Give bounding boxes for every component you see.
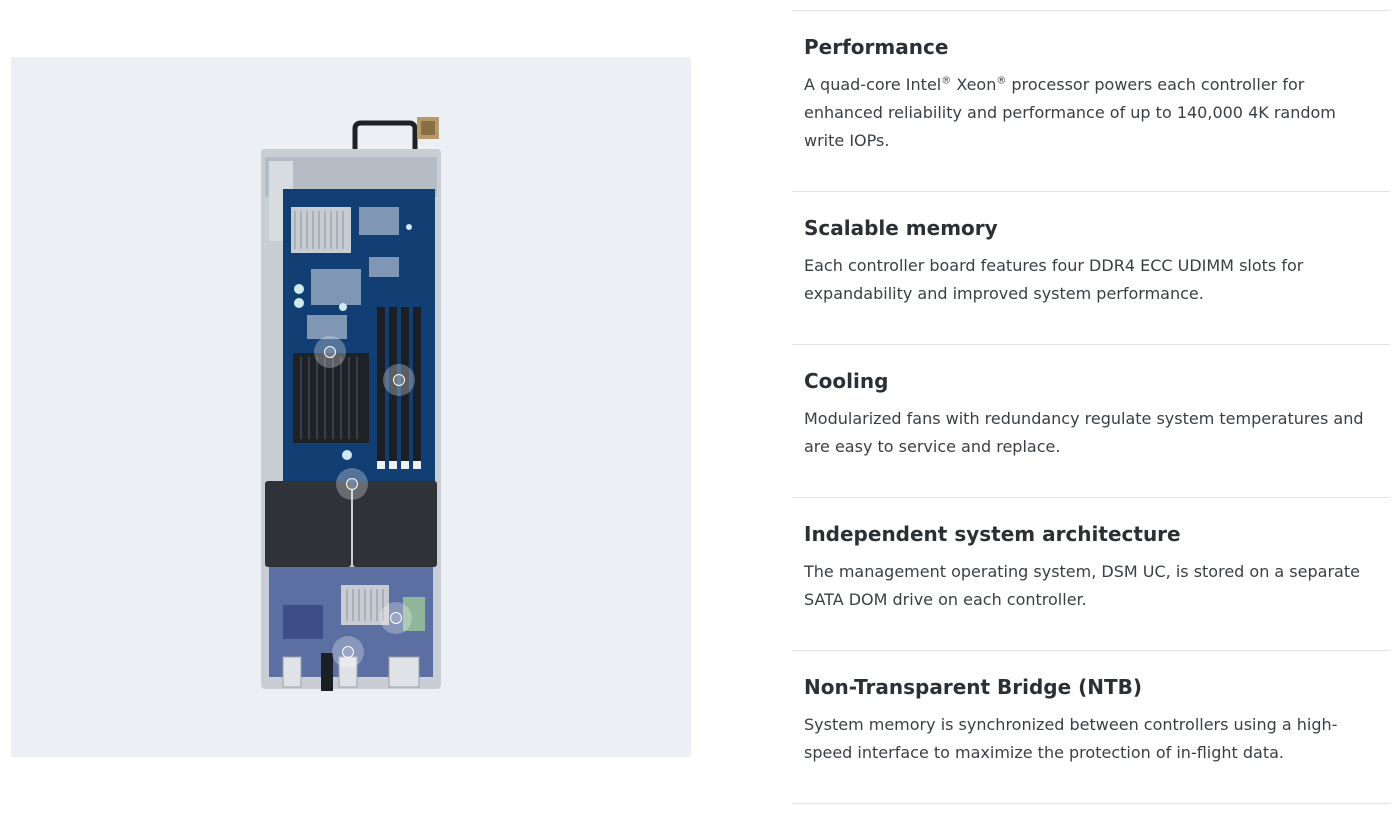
registered-mark: ® xyxy=(941,75,952,87)
feature-title: Scalable memory xyxy=(804,216,998,240)
hotspot-performance[interactable] xyxy=(314,336,346,368)
controller-board-illustration xyxy=(261,117,441,691)
hotspot-scalable-memory[interactable] xyxy=(383,364,415,396)
hotspot-ring-icon xyxy=(346,478,358,490)
feature-description: Each controller board features four DDR4… xyxy=(804,256,1304,303)
hotspot-independent-architecture[interactable] xyxy=(380,602,412,634)
desc-text: processor powers each controller for enh… xyxy=(804,75,1336,150)
hotspot-ring-icon xyxy=(390,612,402,624)
hotspot-ntb[interactable] xyxy=(332,636,364,668)
registered-mark: ® xyxy=(996,75,1007,87)
feature-list: Performance A quad-core Intel® Xeon® pro… xyxy=(792,10,1390,804)
hotspot-cooling[interactable] xyxy=(336,468,368,500)
product-image-panel xyxy=(11,57,691,757)
feature-description: A quad-core Intel® Xeon® processor power… xyxy=(804,71,1378,155)
feature-description: The management operating system, DSM UC,… xyxy=(804,562,1360,609)
feature-independent-architecture: Independent system architecture The mana… xyxy=(792,497,1390,650)
hotspot-ring-icon xyxy=(393,374,405,386)
hotspot-ring-icon xyxy=(324,346,336,358)
desc-text: A quad-core Intel xyxy=(804,75,942,94)
feature-description: System memory is synchronized between co… xyxy=(804,715,1338,762)
feature-title: Cooling xyxy=(804,369,889,393)
feature-scalable-memory: Scalable memory Each controller board fe… xyxy=(792,191,1390,344)
feature-cooling: Cooling Modularized fans with redundancy… xyxy=(792,344,1390,497)
feature-description: Modularized fans with redundancy regulat… xyxy=(804,409,1364,456)
feature-title: Performance xyxy=(804,35,949,59)
feature-title: Non-Transparent Bridge (NTB) xyxy=(804,675,1143,699)
desc-text: Xeon xyxy=(951,75,997,94)
hotspot-ring-icon xyxy=(342,646,354,658)
feature-performance: Performance A quad-core Intel® Xeon® pro… xyxy=(792,10,1390,191)
feature-ntb: Non-Transparent Bridge (NTB) System memo… xyxy=(792,650,1390,804)
feature-title: Independent system architecture xyxy=(804,522,1181,546)
